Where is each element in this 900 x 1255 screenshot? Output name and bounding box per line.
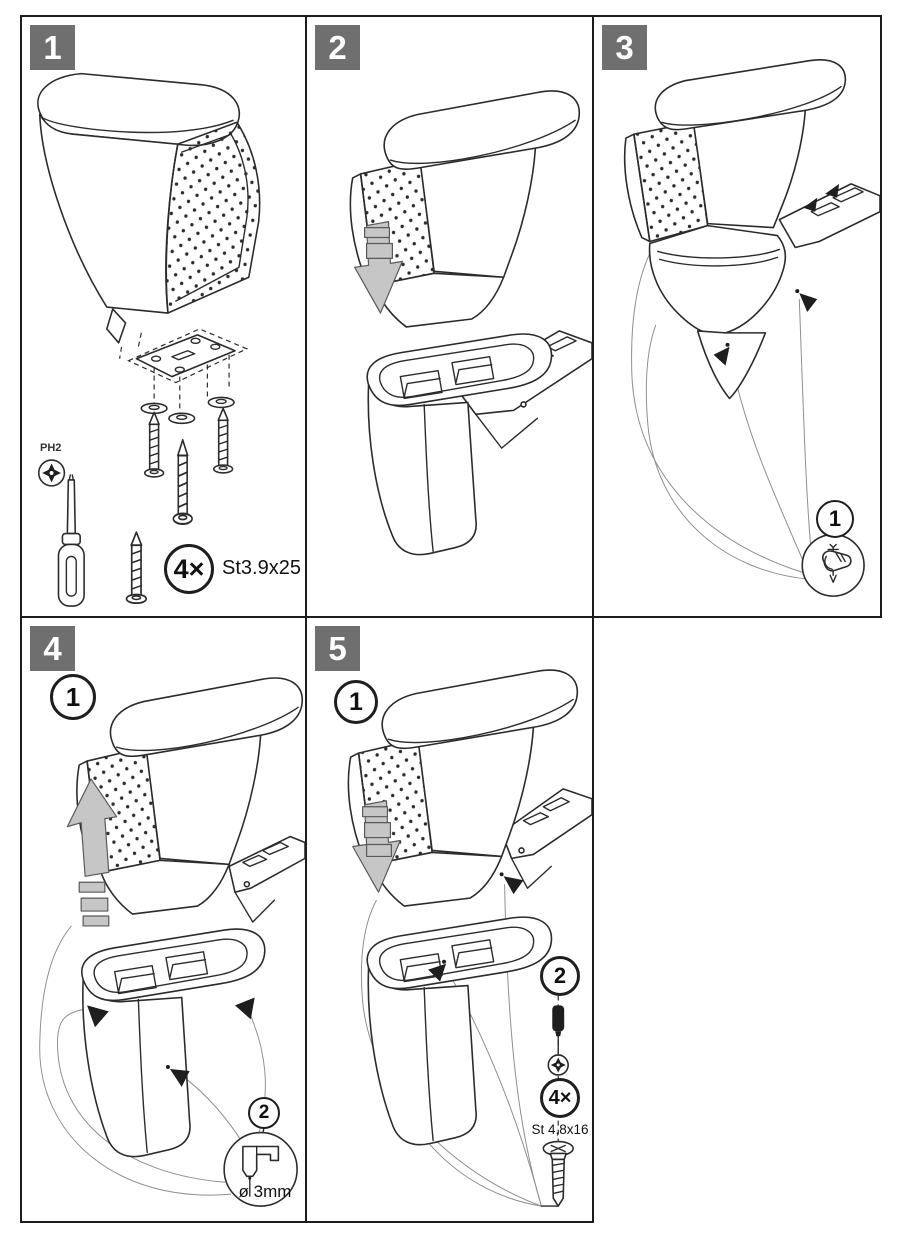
step1-illustration — [37, 72, 261, 607]
callout-1: 1 — [334, 680, 378, 724]
callout-1: 1 — [50, 674, 96, 720]
armrest-drawing — [37, 72, 261, 359]
armrest-drawing — [349, 90, 580, 328]
quantity-badge: 4× — [164, 544, 214, 594]
screwdriver-size-label: PH2 — [40, 442, 62, 454]
screwdriver-ph2-icon — [37, 459, 85, 607]
drill-diameter-label: ø 3mm — [238, 1182, 292, 1201]
step-badge: 2 — [315, 25, 360, 70]
screw-point-arrows — [713, 289, 818, 366]
console-drawing — [81, 928, 266, 1158]
callout-2: 2 — [540, 956, 580, 996]
bracket-drawing — [228, 835, 305, 923]
slide-down-arrow-icon — [352, 800, 401, 893]
step-panel-2: 2 — [305, 15, 594, 618]
step5-illustration — [347, 669, 592, 1207]
lift-up-arrow-icon — [66, 778, 118, 927]
step2-illustration — [349, 90, 592, 556]
screw-icon — [125, 531, 148, 605]
step-panel-4: 4 1 2 ø 3mm — [20, 616, 307, 1223]
console-drawing — [366, 916, 553, 1146]
fasten-chain — [540, 995, 574, 1207]
phillips-symbol-icon — [547, 1054, 569, 1076]
console-base-drawing — [648, 224, 787, 400]
callout-1: 1 — [816, 500, 854, 538]
callout-2: 2 — [248, 1097, 280, 1129]
step-badge: 3 — [602, 25, 647, 70]
step-badge: 4 — [30, 626, 75, 671]
console-drawing — [366, 333, 553, 556]
screw-icon — [542, 1140, 574, 1207]
mounting-plate — [127, 328, 249, 415]
drill-icon — [223, 1123, 298, 1207]
screws-group — [143, 407, 234, 525]
screwdriver-bit-icon — [552, 1005, 565, 1056]
screw-spec-label: St 4,8x16 — [531, 1122, 589, 1137]
drill-point-arrows — [87, 997, 255, 1087]
screw-point-arrows — [428, 872, 524, 982]
slide-down-arrow-icon — [354, 221, 403, 314]
screw-spec-label: St3.9x25 — [222, 557, 301, 579]
bracket-drawing — [778, 183, 880, 249]
step-badge: 1 — [30, 25, 75, 70]
step3-illustration — [623, 59, 880, 597]
armrest-drawing — [347, 669, 578, 907]
step-panel-5: 5 1 2 4× St 4,8x16 — [305, 616, 594, 1223]
hand-screw-icon — [801, 533, 865, 597]
step-panel-1: 1 PH2 4× St3.9x25 — [20, 15, 307, 618]
armrest-drawing — [623, 59, 847, 243]
washers-group — [140, 396, 235, 425]
step4-illustration — [39, 677, 305, 1207]
bracket-drawing — [500, 788, 592, 889]
quantity-badge: 4× — [540, 1078, 580, 1118]
step-badge: 5 — [315, 626, 360, 671]
step-panel-3: 3 1 — [592, 15, 882, 618]
